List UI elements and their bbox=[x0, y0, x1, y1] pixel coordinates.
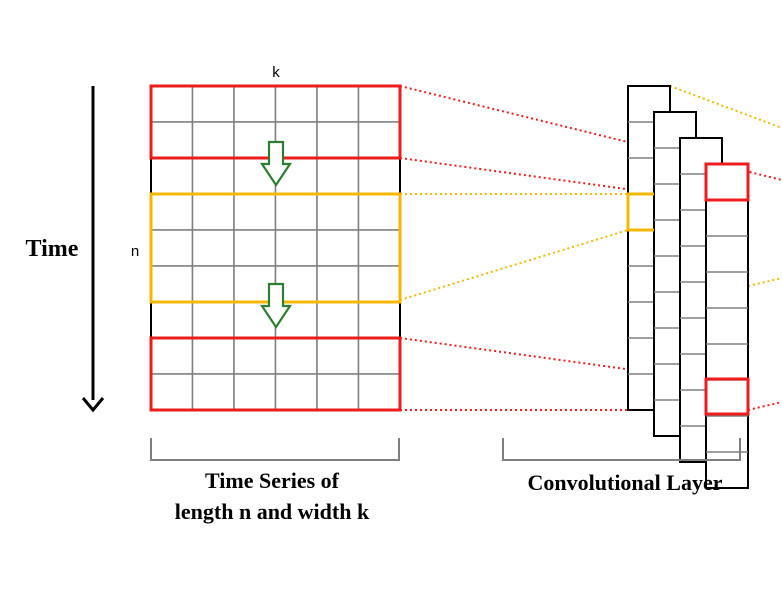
conv-layer-caption: Convolutional Layer bbox=[528, 470, 723, 495]
time-series-caption-line2: length n and width k bbox=[175, 499, 370, 524]
feature-map-4 bbox=[705, 163, 749, 489]
grid-cell bbox=[191, 373, 235, 411]
convolutional-feature-maps bbox=[627, 85, 749, 489]
k-label: k bbox=[272, 64, 280, 81]
grid-cell bbox=[233, 193, 277, 231]
grid-cell bbox=[191, 85, 235, 123]
time-series-grid bbox=[150, 85, 401, 411]
grid-cell bbox=[316, 121, 360, 159]
grid-cell bbox=[150, 301, 194, 339]
projection-line-mid-lower bbox=[399, 229, 629, 301]
grid-cell bbox=[233, 85, 277, 123]
grid-cell bbox=[357, 157, 401, 195]
grid-cell bbox=[357, 337, 401, 375]
output-cell-bottom bbox=[704, 377, 750, 416]
grid-cell bbox=[274, 85, 318, 123]
grid-cell bbox=[274, 373, 318, 411]
grid-cell bbox=[233, 337, 277, 375]
grid-cell bbox=[191, 301, 235, 339]
projection-line-top-upper bbox=[399, 85, 782, 181]
grid-cell bbox=[357, 265, 401, 303]
grid-cell bbox=[150, 373, 194, 411]
grid-cell bbox=[316, 265, 360, 303]
output-cell-top bbox=[704, 162, 750, 202]
grid-cell bbox=[191, 193, 235, 231]
slide-arrow-1 bbox=[259, 140, 293, 187]
grid-cell bbox=[150, 337, 194, 375]
grid-cell bbox=[150, 157, 194, 195]
time-arrow bbox=[81, 86, 105, 413]
grid-cell bbox=[233, 373, 277, 411]
bottom-window bbox=[149, 336, 402, 412]
grid-cell bbox=[233, 229, 277, 267]
grid-cell bbox=[191, 265, 235, 303]
grid-cell bbox=[357, 85, 401, 123]
feature-map-frame bbox=[705, 163, 749, 489]
grid-cell bbox=[316, 193, 360, 231]
feature-map-yellow-highlight bbox=[626, 192, 654, 232]
grid-cell bbox=[274, 193, 318, 231]
grid-cell bbox=[316, 373, 360, 411]
grid-cell bbox=[150, 193, 194, 231]
grid-cell bbox=[316, 157, 360, 195]
time-label: Time bbox=[26, 236, 79, 262]
grid-cell bbox=[357, 121, 401, 159]
projection-line-red-right-bottom bbox=[747, 401, 782, 411]
projection-line-yellow-right-bottom bbox=[747, 277, 782, 287]
grid-cell bbox=[274, 337, 318, 375]
grid-cell bbox=[150, 85, 194, 123]
grid-cell bbox=[191, 229, 235, 267]
slide-arrow-2 bbox=[259, 282, 293, 329]
grid-cell bbox=[357, 193, 401, 231]
grid-cell bbox=[357, 229, 401, 267]
grid-cell bbox=[191, 337, 235, 375]
grid-cell bbox=[357, 373, 401, 411]
time-series-brace bbox=[150, 438, 400, 461]
conv-layer-brace bbox=[502, 438, 741, 461]
grid-cell bbox=[316, 301, 360, 339]
projection-line-top-lower bbox=[399, 157, 707, 201]
grid-cell bbox=[191, 121, 235, 159]
grid-cell bbox=[191, 157, 235, 195]
n-label: n bbox=[131, 243, 139, 260]
grid-cell bbox=[316, 337, 360, 375]
grid-cell bbox=[150, 229, 194, 267]
grid-cell bbox=[274, 229, 318, 267]
grid-cell bbox=[316, 85, 360, 123]
grid-cell bbox=[150, 265, 194, 303]
grid-cell bbox=[357, 301, 401, 339]
time-series-caption-line1: Time Series of bbox=[205, 468, 340, 493]
grid-cell bbox=[316, 229, 360, 267]
projection-line-bottom-upper bbox=[399, 337, 707, 381]
grid-cell bbox=[150, 121, 194, 159]
